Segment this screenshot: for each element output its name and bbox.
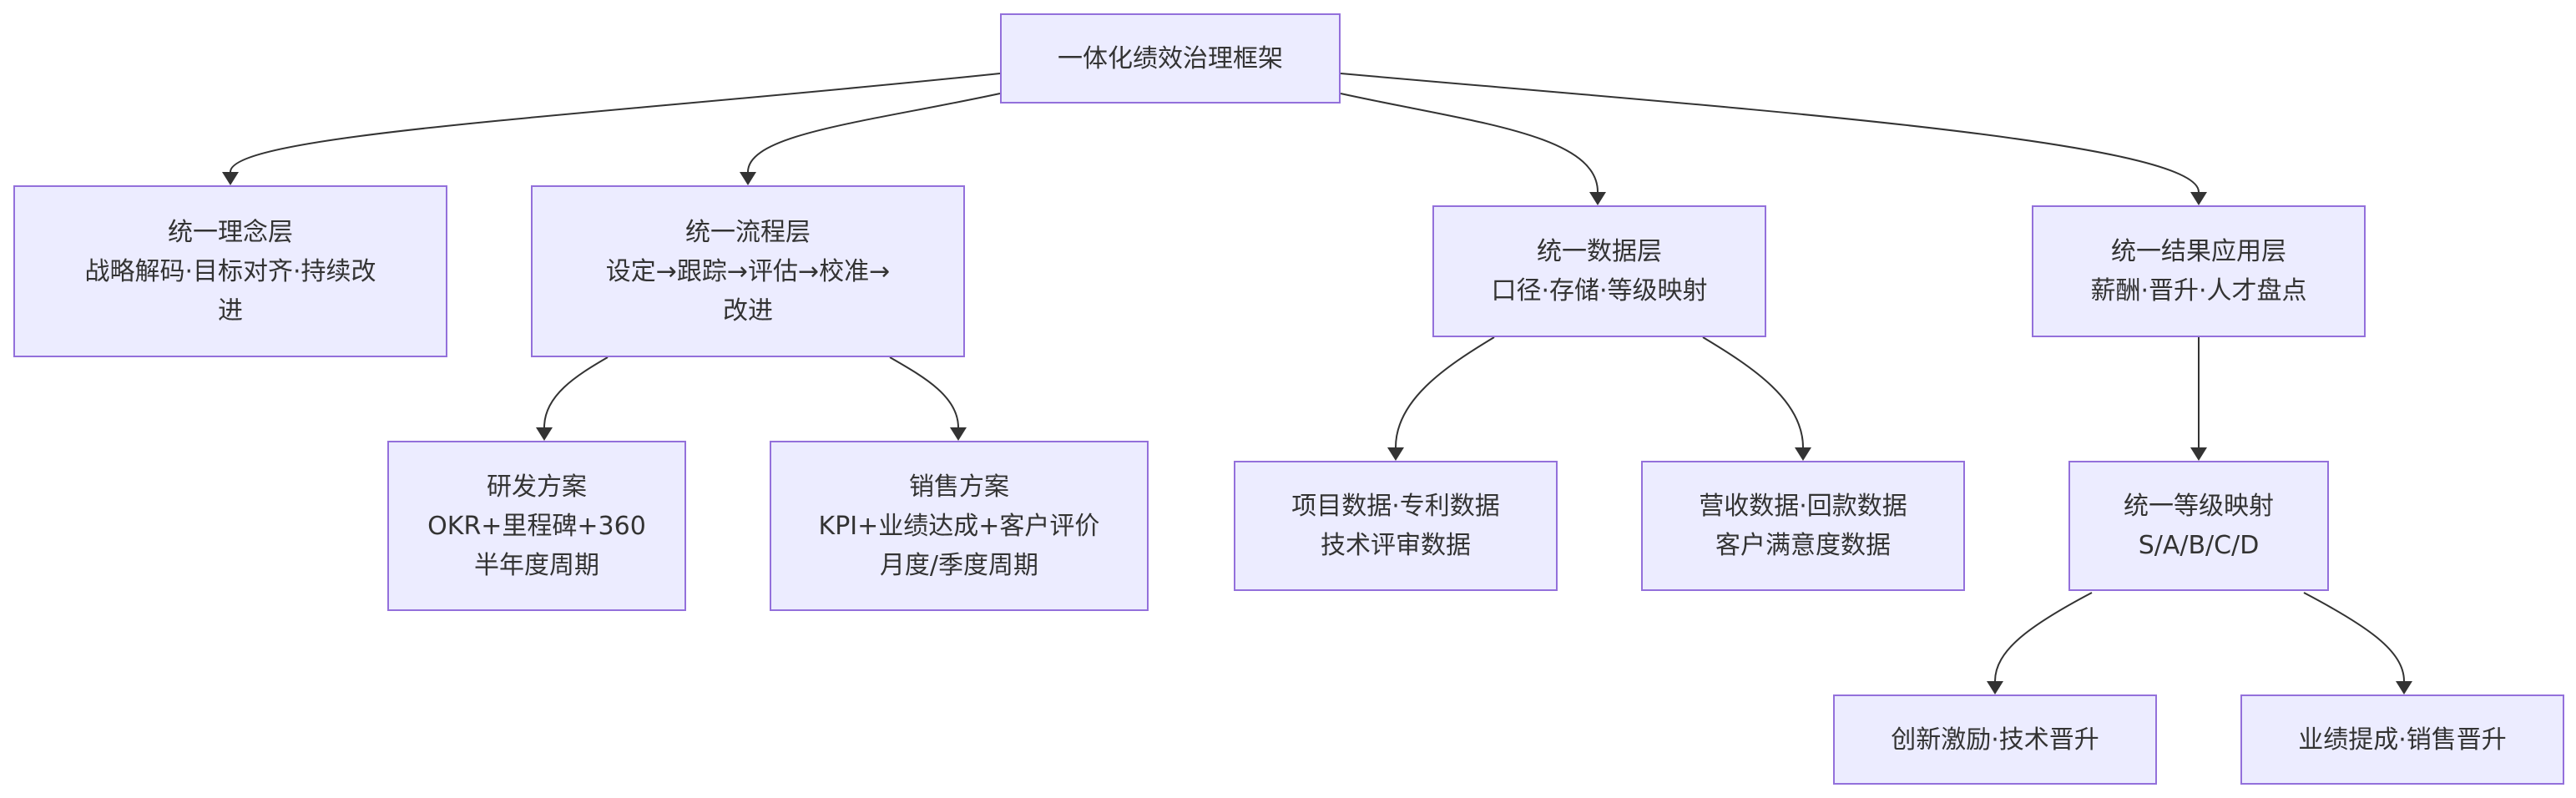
edge-datalayer-revdata [1702,336,1811,461]
edge-root-result [1340,73,2207,205]
node-root: 一体化绩效治理框架 [1000,13,1341,104]
edge-grade-perf [2303,592,2412,694]
node-grade-line-2: S/A/B/C/D [2138,531,2260,560]
node-innovation-incentive: 创新激励·技术晋升 [1833,694,2157,785]
node-perf-line-1: 业绩提成·销售晋升 [2298,725,2507,755]
node-result-line-1: 统一结果应用层 [2111,237,2286,266]
node-concept-line-3: 进 [218,295,243,326]
node-process-line-3: 改进 [723,295,773,326]
node-datalayer-line-2: 口径·存储·等级映射 [1491,276,1708,306]
node-innov-line-1: 创新激励·技术晋升 [1891,725,2099,755]
node-concept-layer: 统一理念层 战略解码·目标对齐·持续改 进 [13,185,447,357]
edge-root-datalayer [1340,93,1606,205]
node-revenue-data: 营收数据·回款数据 客户满意度数据 [1641,461,1965,591]
node-sales-line-3: 月度/季度周期 [879,550,1039,580]
node-datalayer-line-1: 统一数据层 [1537,237,1662,266]
node-concept-line-1: 统一理念层 [168,217,293,247]
node-sales-line-1: 销售方案 [909,472,1009,502]
node-rnd-line-3: 半年度周期 [474,550,599,580]
edge-result-grade [2190,337,2207,461]
node-grade-mapping: 统一等级映射 S/A/B/C/D [2068,461,2329,591]
node-result-layer: 统一结果应用层 薪酬·晋升·人才盘点 [2032,205,2366,337]
node-root-line-1: 一体化绩效治理框架 [1058,43,1283,73]
node-rnd-line-2: OKR+里程碑+360 [427,511,646,541]
node-projdata-line-1: 项目数据·专利数据 [1291,492,1500,521]
node-process-layer: 统一流程层 设定→跟踪→评估→校准→ 改进 [531,185,965,357]
node-projdata-line-2: 技术评审数据 [1321,531,1471,560]
node-revdata-line-1: 营收数据·回款数据 [1699,492,1907,521]
edge-root-process [740,93,1001,185]
node-revdata-line-2: 客户满意度数据 [1715,531,1891,560]
edge-process-rnd [536,356,609,441]
edge-root-concept [222,73,1001,185]
node-data-layer: 统一数据层 口径·存储·等级映射 [1432,205,1766,337]
edge-grade-innov [1987,592,2093,694]
node-result-line-2: 薪酬·晋升·人才盘点 [2090,276,2307,306]
node-sales-plan: 销售方案 KPI+业绩达成+客户评价 月度/季度周期 [770,441,1149,611]
node-performance-commission: 业绩提成·销售晋升 [2240,694,2564,785]
node-rnd-line-1: 研发方案 [487,472,587,502]
node-project-data: 项目数据·专利数据 技术评审数据 [1234,461,1558,591]
edge-datalayer-projdata [1387,336,1495,461]
node-rnd-plan: 研发方案 OKR+里程碑+360 半年度周期 [387,441,686,611]
node-grade-line-1: 统一等级映射 [2124,492,2274,521]
node-process-line-1: 统一流程层 [685,217,811,247]
node-process-line-2: 设定→跟踪→评估→校准→ [605,256,891,286]
node-concept-line-2: 战略解码·目标对齐·持续改 [84,256,376,286]
edge-process-sales [889,356,967,441]
node-sales-line-2: KPI+业绩达成+客户评价 [818,511,1100,541]
